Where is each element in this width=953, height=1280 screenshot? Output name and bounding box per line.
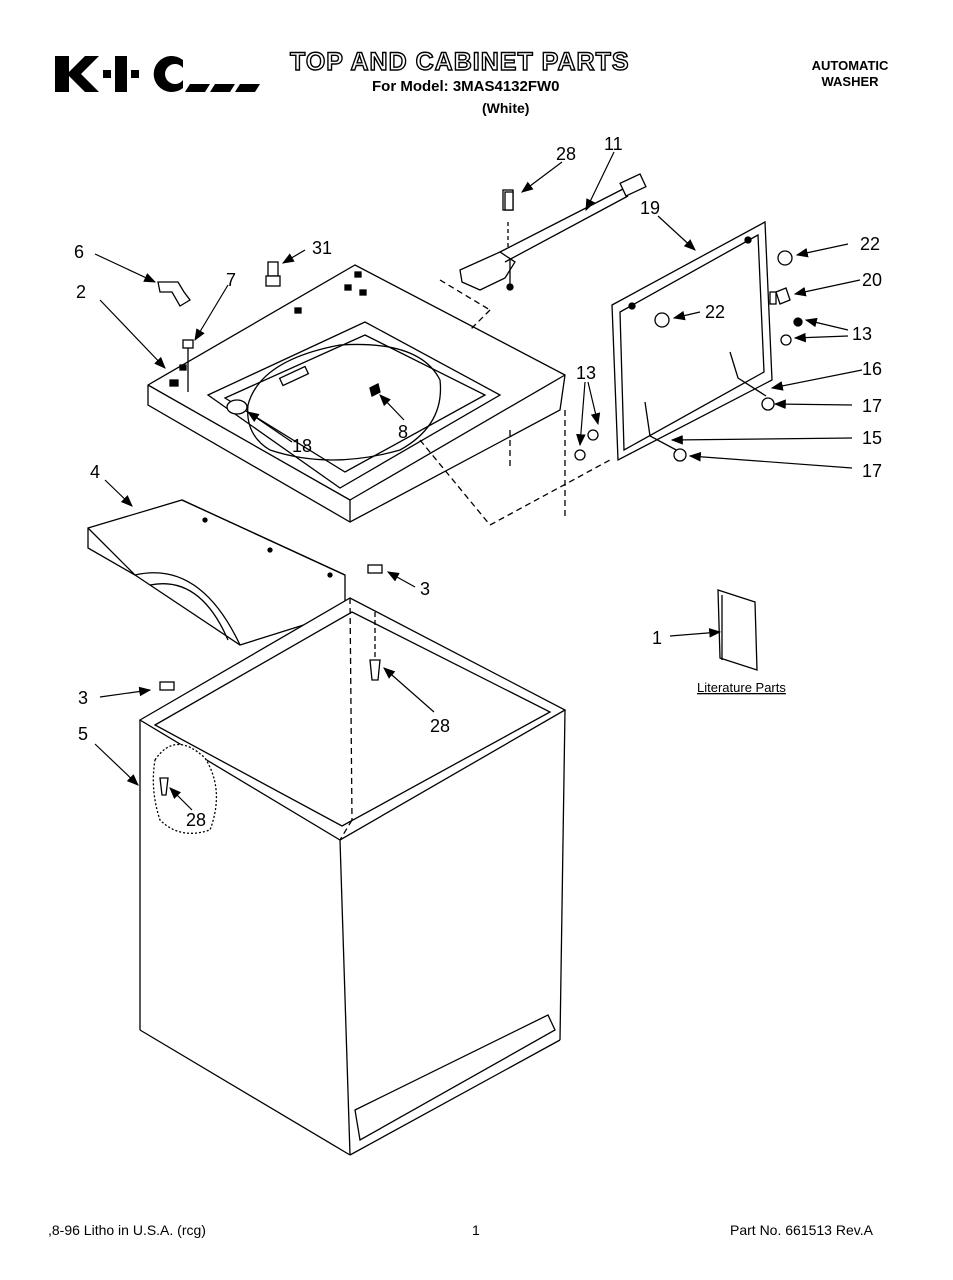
callout-13-screw-left: 13 <box>576 363 596 383</box>
page-number: 1 <box>472 1222 480 1238</box>
callout-3-clip-lower: 3 <box>78 688 88 708</box>
literature-parts-label[interactable]: Literature Parts <box>697 680 786 695</box>
front-shield <box>87 499 346 646</box>
callout-28-screw-cabinet: 28 <box>430 716 450 736</box>
brand-logo <box>55 52 270 96</box>
fasteners <box>157 191 803 462</box>
top-panel <box>147 264 611 526</box>
model-subtitle: For Model: 3MAS4132FW0 <box>372 78 560 95</box>
callout-7-pin: 7 <box>226 270 236 290</box>
callout-28-screw-lower: 28 <box>186 810 206 830</box>
callout-3-clip-upper: 3 <box>420 579 430 599</box>
callout-6-clamp: 6 <box>74 242 84 262</box>
color-note: (White) <box>482 100 530 116</box>
cabinet <box>138 564 567 1156</box>
callout-28-switch-screw: 28 <box>556 144 576 164</box>
callout-5-cabinet: 5 <box>78 724 88 744</box>
lid-frame <box>611 220 777 462</box>
callout-2-top: 2 <box>76 282 86 302</box>
callout-labels: 28 11 19 22 20 22 13 16 17 15 17 13 6 31… <box>74 134 882 830</box>
callout-17-bushing-upper: 17 <box>862 396 882 416</box>
literature-booklet <box>717 589 758 671</box>
callout-16-hinge-upper: 16 <box>862 359 882 379</box>
callout-17-bushing-lower: 17 <box>862 461 882 481</box>
callout-8-nut: 8 <box>398 422 408 442</box>
print-info: ,8-96 Litho in U.S.A. (rcg) <box>48 1222 206 1238</box>
product-type: AUTOMATIC WASHER <box>800 58 900 90</box>
callout-22-bumper-upper: 22 <box>860 234 880 254</box>
product-type-line1: AUTOMATIC <box>811 58 889 73</box>
lid-switch-assembly <box>459 173 647 291</box>
brand-logo-graphic <box>55 56 260 92</box>
callout-19-lid-frame: 19 <box>640 198 660 218</box>
callout-31-bracket: 31 <box>312 238 332 258</box>
callout-1-literature: 1 <box>652 628 662 648</box>
leader-lines <box>94 151 863 811</box>
callout-13-screw-right: 13 <box>852 324 872 344</box>
callout-11-lid-switch: 11 <box>604 134 623 154</box>
page-title: TOP AND CABINET PARTS <box>289 47 630 76</box>
callout-4-shield: 4 <box>90 462 100 482</box>
callout-18-grommet: 18 <box>292 436 312 456</box>
product-type-line2: WASHER <box>821 74 879 89</box>
callout-20-clip: 20 <box>862 270 882 290</box>
callout-15-hinge-lower: 15 <box>862 428 882 448</box>
callout-22-bumper-lower: 22 <box>705 302 725 322</box>
part-number: Part No. 661513 Rev.A <box>730 1222 873 1238</box>
